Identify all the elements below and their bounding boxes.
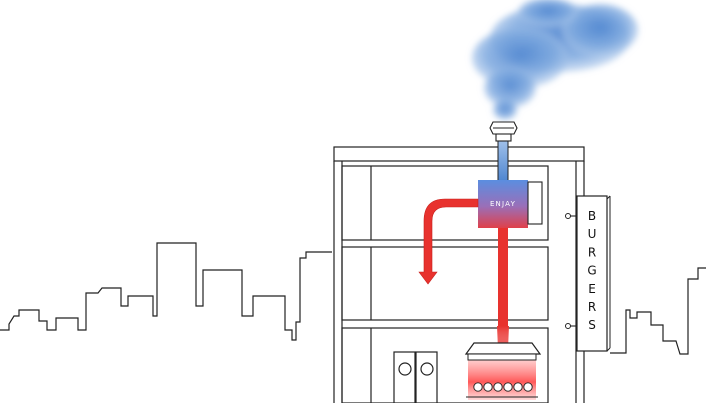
- sign-letter: G: [587, 264, 596, 278]
- sign-letter: S: [588, 318, 596, 332]
- stove-icon: [466, 353, 538, 400]
- sign-letter: R: [588, 300, 596, 314]
- hot-air-duct: [498, 228, 508, 344]
- brand-label: ENJAY: [490, 200, 516, 208]
- smoke-cloud-icon: [472, 0, 638, 120]
- sign-letter: R: [588, 245, 596, 259]
- heated-air-arrow: [418, 198, 479, 285]
- kitchen-cabinet: [393, 351, 438, 403]
- exhaust-fan-icon: [464, 326, 542, 355]
- sign-letter: E: [588, 282, 596, 296]
- city-skyline-right: [610, 267, 706, 355]
- heat-recovery-unit-icon: ENJAY: [478, 180, 543, 228]
- exhaust-chimney: [497, 140, 509, 182]
- sign-letter: U: [588, 227, 597, 241]
- building: [333, 146, 585, 403]
- city-skyline: [0, 242, 332, 341]
- chimney-cap: [489, 121, 518, 142]
- sign-letter: B: [588, 209, 596, 223]
